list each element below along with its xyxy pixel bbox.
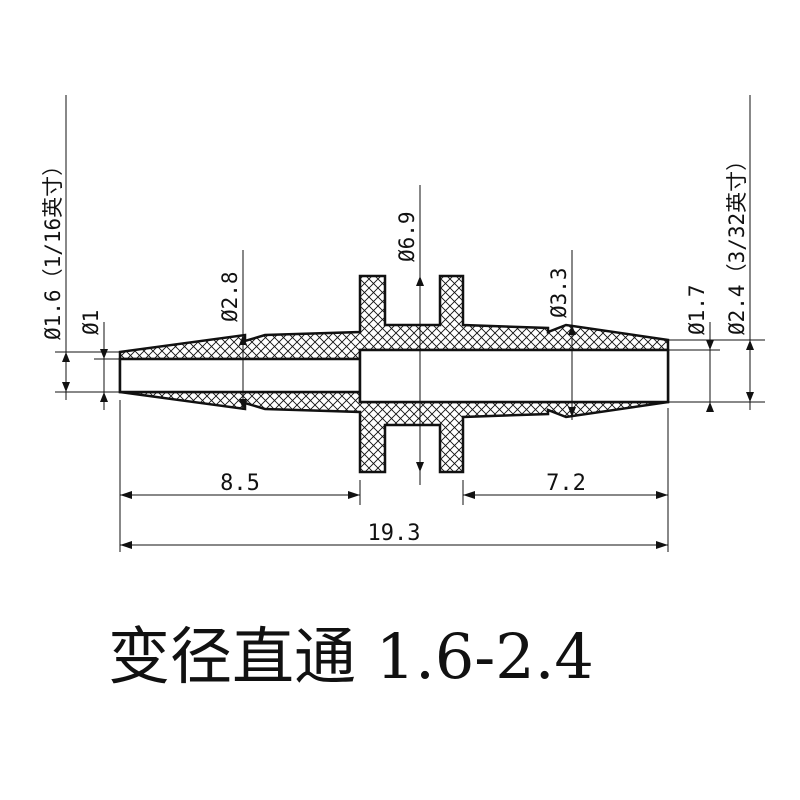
right-bore bbox=[358, 348, 670, 404]
drawing-title: 变径直通 1.6-2.4 bbox=[108, 620, 594, 693]
dim-right-inner: Ø1.7 bbox=[685, 284, 709, 335]
left-bore bbox=[118, 357, 362, 394]
dim-length-left: 8.5 bbox=[220, 471, 260, 496]
dim-barb-right: Ø3.3 bbox=[547, 267, 571, 318]
dim-left-outer: Ø1.6（1/16英寸） bbox=[41, 155, 65, 340]
arrowheads bbox=[62, 276, 754, 549]
dim-length-right: 7.2 bbox=[546, 471, 586, 496]
dim-left-inner: Ø1 bbox=[79, 310, 103, 335]
dimension-lines bbox=[55, 95, 765, 552]
dim-right-outer: Ø2.4（3/32英寸） bbox=[725, 150, 749, 335]
dim-flange: Ø6.9 bbox=[395, 211, 419, 262]
dim-length-total: 19.3 bbox=[368, 521, 421, 546]
dim-barb-left: Ø2.8 bbox=[218, 271, 242, 322]
